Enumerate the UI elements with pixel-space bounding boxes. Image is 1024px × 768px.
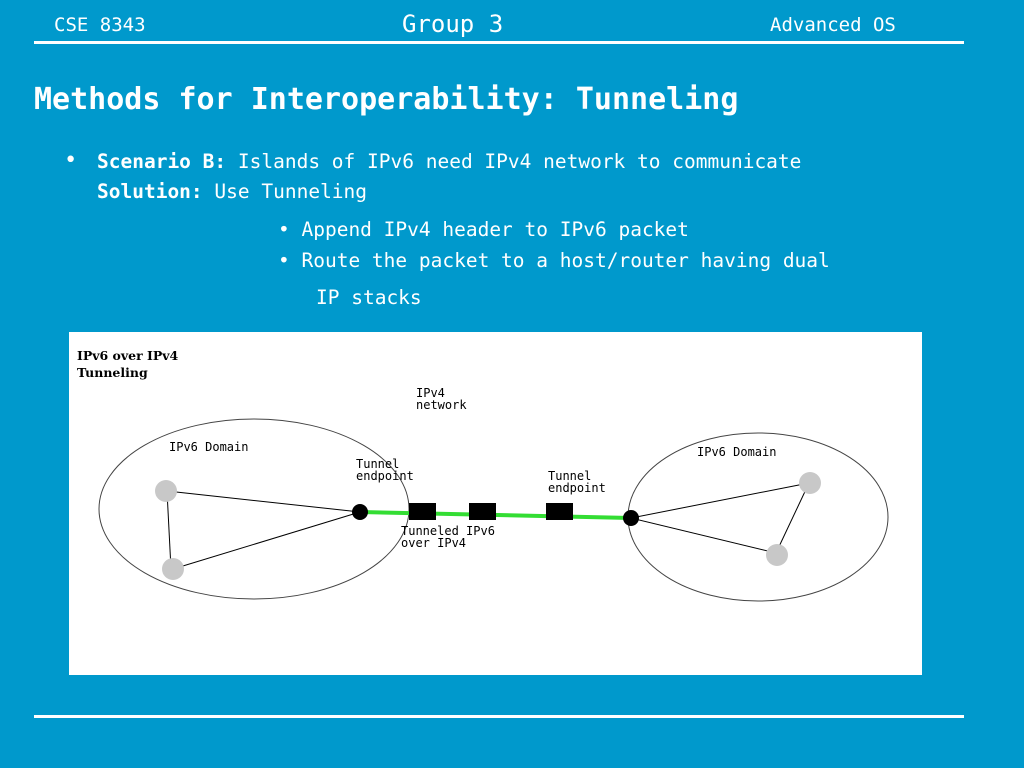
- link-right-bottom: [630, 517, 777, 554]
- solution-label: Solution:: [97, 180, 203, 203]
- header-group: Group 3: [402, 10, 504, 38]
- diagram-caption-line1: IPv6 over IPv4: [77, 348, 179, 363]
- left-endpoint-label-line1: Tunnel: [356, 457, 400, 471]
- header-course: CSE 8343: [54, 14, 146, 36]
- sub-bullet-route: • Route the packet to a host/router havi…: [278, 249, 830, 272]
- scenario-line: Scenario B: Islands of IPv6 need IPv4 ne…: [97, 150, 801, 173]
- left-endpoint-label-line2: endpoint: [356, 469, 414, 483]
- link-left-top: [166, 490, 361, 513]
- scenario-text: Islands of IPv6 need IPv4 network to com…: [226, 150, 802, 173]
- diagram-svg: [98, 418, 889, 602]
- ipv4-network-label-line1: IPv4: [416, 386, 445, 400]
- left-domain-label: IPv6 Domain: [169, 440, 249, 454]
- packet-2: [469, 503, 496, 520]
- diagram-caption-line2: Tunneling: [77, 365, 148, 380]
- left-top-node: [155, 480, 177, 502]
- bullet-icon: •: [64, 148, 78, 173]
- sub-bullet-route-cont: IP stacks: [316, 286, 422, 309]
- right-tunnel-endpoint: [623, 510, 639, 526]
- link-left-side: [166, 490, 172, 570]
- right-bottom-node: [766, 544, 788, 566]
- ipv4-network-label-line2: network: [416, 398, 467, 412]
- packet-3: [546, 503, 573, 520]
- solution-text: Use Tunneling: [202, 180, 368, 203]
- left-tunnel-endpoint: [352, 504, 368, 520]
- tunneled-label-line2: over IPv4: [401, 536, 467, 550]
- link-right-top: [630, 482, 810, 519]
- solution-line: Solution: Use Tunneling: [97, 180, 367, 203]
- sub-bullet-append: • Append IPv4 header to IPv6 packet: [278, 218, 689, 241]
- header-subject: Advanced OS: [770, 14, 896, 36]
- footer-rule: [34, 715, 964, 718]
- scenario-label: Scenario B:: [97, 150, 227, 173]
- header-rule: [34, 41, 964, 44]
- left-bottom-node: [162, 558, 184, 580]
- link-left-bottom: [172, 511, 361, 570]
- link-right-side: [775, 482, 810, 554]
- tunneling-diagram: IPv6 over IPv4 Tunneling IPv4 network IP…: [69, 332, 922, 675]
- right-top-node: [799, 472, 821, 494]
- right-endpoint-label-line1: Tunnel: [548, 469, 592, 483]
- packet-1: [409, 503, 436, 520]
- slide-title: Methods for Interoperability: Tunneling: [34, 82, 739, 117]
- right-domain-label: IPv6 Domain: [697, 445, 777, 459]
- right-endpoint-label-line2: endpoint: [548, 481, 606, 495]
- tunneled-label-line1: Tunneled IPv6: [401, 524, 495, 538]
